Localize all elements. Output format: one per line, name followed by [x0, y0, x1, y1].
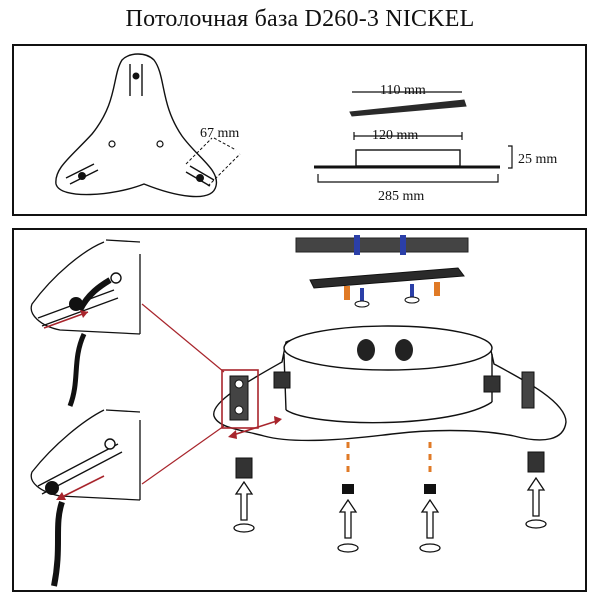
screw-head	[525, 519, 547, 529]
arrow-head	[80, 310, 88, 318]
screw-arrow	[234, 480, 254, 521]
height-dimension: 25 mm	[518, 152, 557, 167]
screw	[354, 235, 360, 255]
screw-arrow	[338, 498, 358, 539]
leader-line	[141, 425, 225, 485]
screw-head	[233, 523, 255, 533]
spacer	[434, 282, 440, 296]
base-width-dimension: 285 mm	[378, 189, 424, 204]
bracket	[483, 375, 501, 393]
screw-head	[337, 543, 359, 553]
nut	[424, 484, 436, 494]
slide-arrow	[59, 475, 105, 499]
screw-arrow	[420, 498, 440, 539]
spacer	[344, 286, 350, 300]
dimensions-panel: 67 mm 110 mm 120 mm 25 mm 285 mm	[12, 44, 587, 216]
adjust-arrow	[229, 419, 281, 437]
top-plate-dimension: 110 mm	[380, 83, 426, 98]
screw-head	[45, 481, 59, 495]
mid-plate-dimension: 120 mm	[372, 128, 418, 143]
assembly-panel	[12, 228, 587, 592]
washer	[404, 296, 420, 304]
detail-inset-bottom	[30, 409, 141, 587]
side-profile	[314, 91, 513, 183]
cover-plate	[295, 237, 469, 253]
mount-nut	[357, 339, 375, 361]
hole	[132, 72, 140, 80]
bracket	[273, 371, 291, 389]
mount-nut	[395, 339, 413, 361]
mounting-bar	[309, 267, 465, 289]
page-title: Потолочная база D260-3 NICKEL	[125, 6, 475, 32]
mid-plate	[355, 149, 461, 167]
screw	[360, 288, 364, 304]
screw	[410, 284, 414, 300]
arm-dimension-leader	[185, 137, 241, 187]
highlight-box	[221, 369, 259, 429]
arm-bracket	[229, 375, 249, 421]
detail-inset-top	[30, 239, 141, 407]
base-body	[213, 325, 567, 442]
arrow-head	[56, 492, 66, 500]
bolt	[234, 405, 244, 415]
screw-head	[104, 438, 116, 450]
cap-nut	[527, 451, 545, 473]
screw-arrow	[526, 476, 546, 517]
top-plate	[349, 99, 467, 117]
arrow-head	[228, 430, 237, 439]
assembly-drawing	[30, 235, 567, 587]
hole	[78, 172, 86, 180]
hole	[196, 174, 204, 182]
screw-head	[69, 297, 83, 311]
arrow-head	[274, 416, 282, 425]
fastener-arrows	[233, 476, 547, 553]
leader-line	[141, 303, 225, 373]
arm-dimension-label: 67 mm	[200, 126, 239, 141]
arm-bracket	[521, 371, 535, 409]
hole	[156, 140, 164, 148]
cap-nut	[235, 457, 253, 479]
base-top-view-holes	[78, 72, 204, 182]
screw-head	[110, 272, 122, 284]
bolt	[234, 379, 244, 389]
nut	[342, 484, 354, 494]
screw	[400, 235, 406, 255]
washer	[354, 300, 370, 308]
screw-head	[419, 543, 441, 553]
slide-arrow	[43, 311, 89, 329]
hole	[108, 140, 116, 148]
dimensions-drawing: 67 mm 110 mm 120 mm 25 mm 285 mm	[55, 53, 557, 204]
